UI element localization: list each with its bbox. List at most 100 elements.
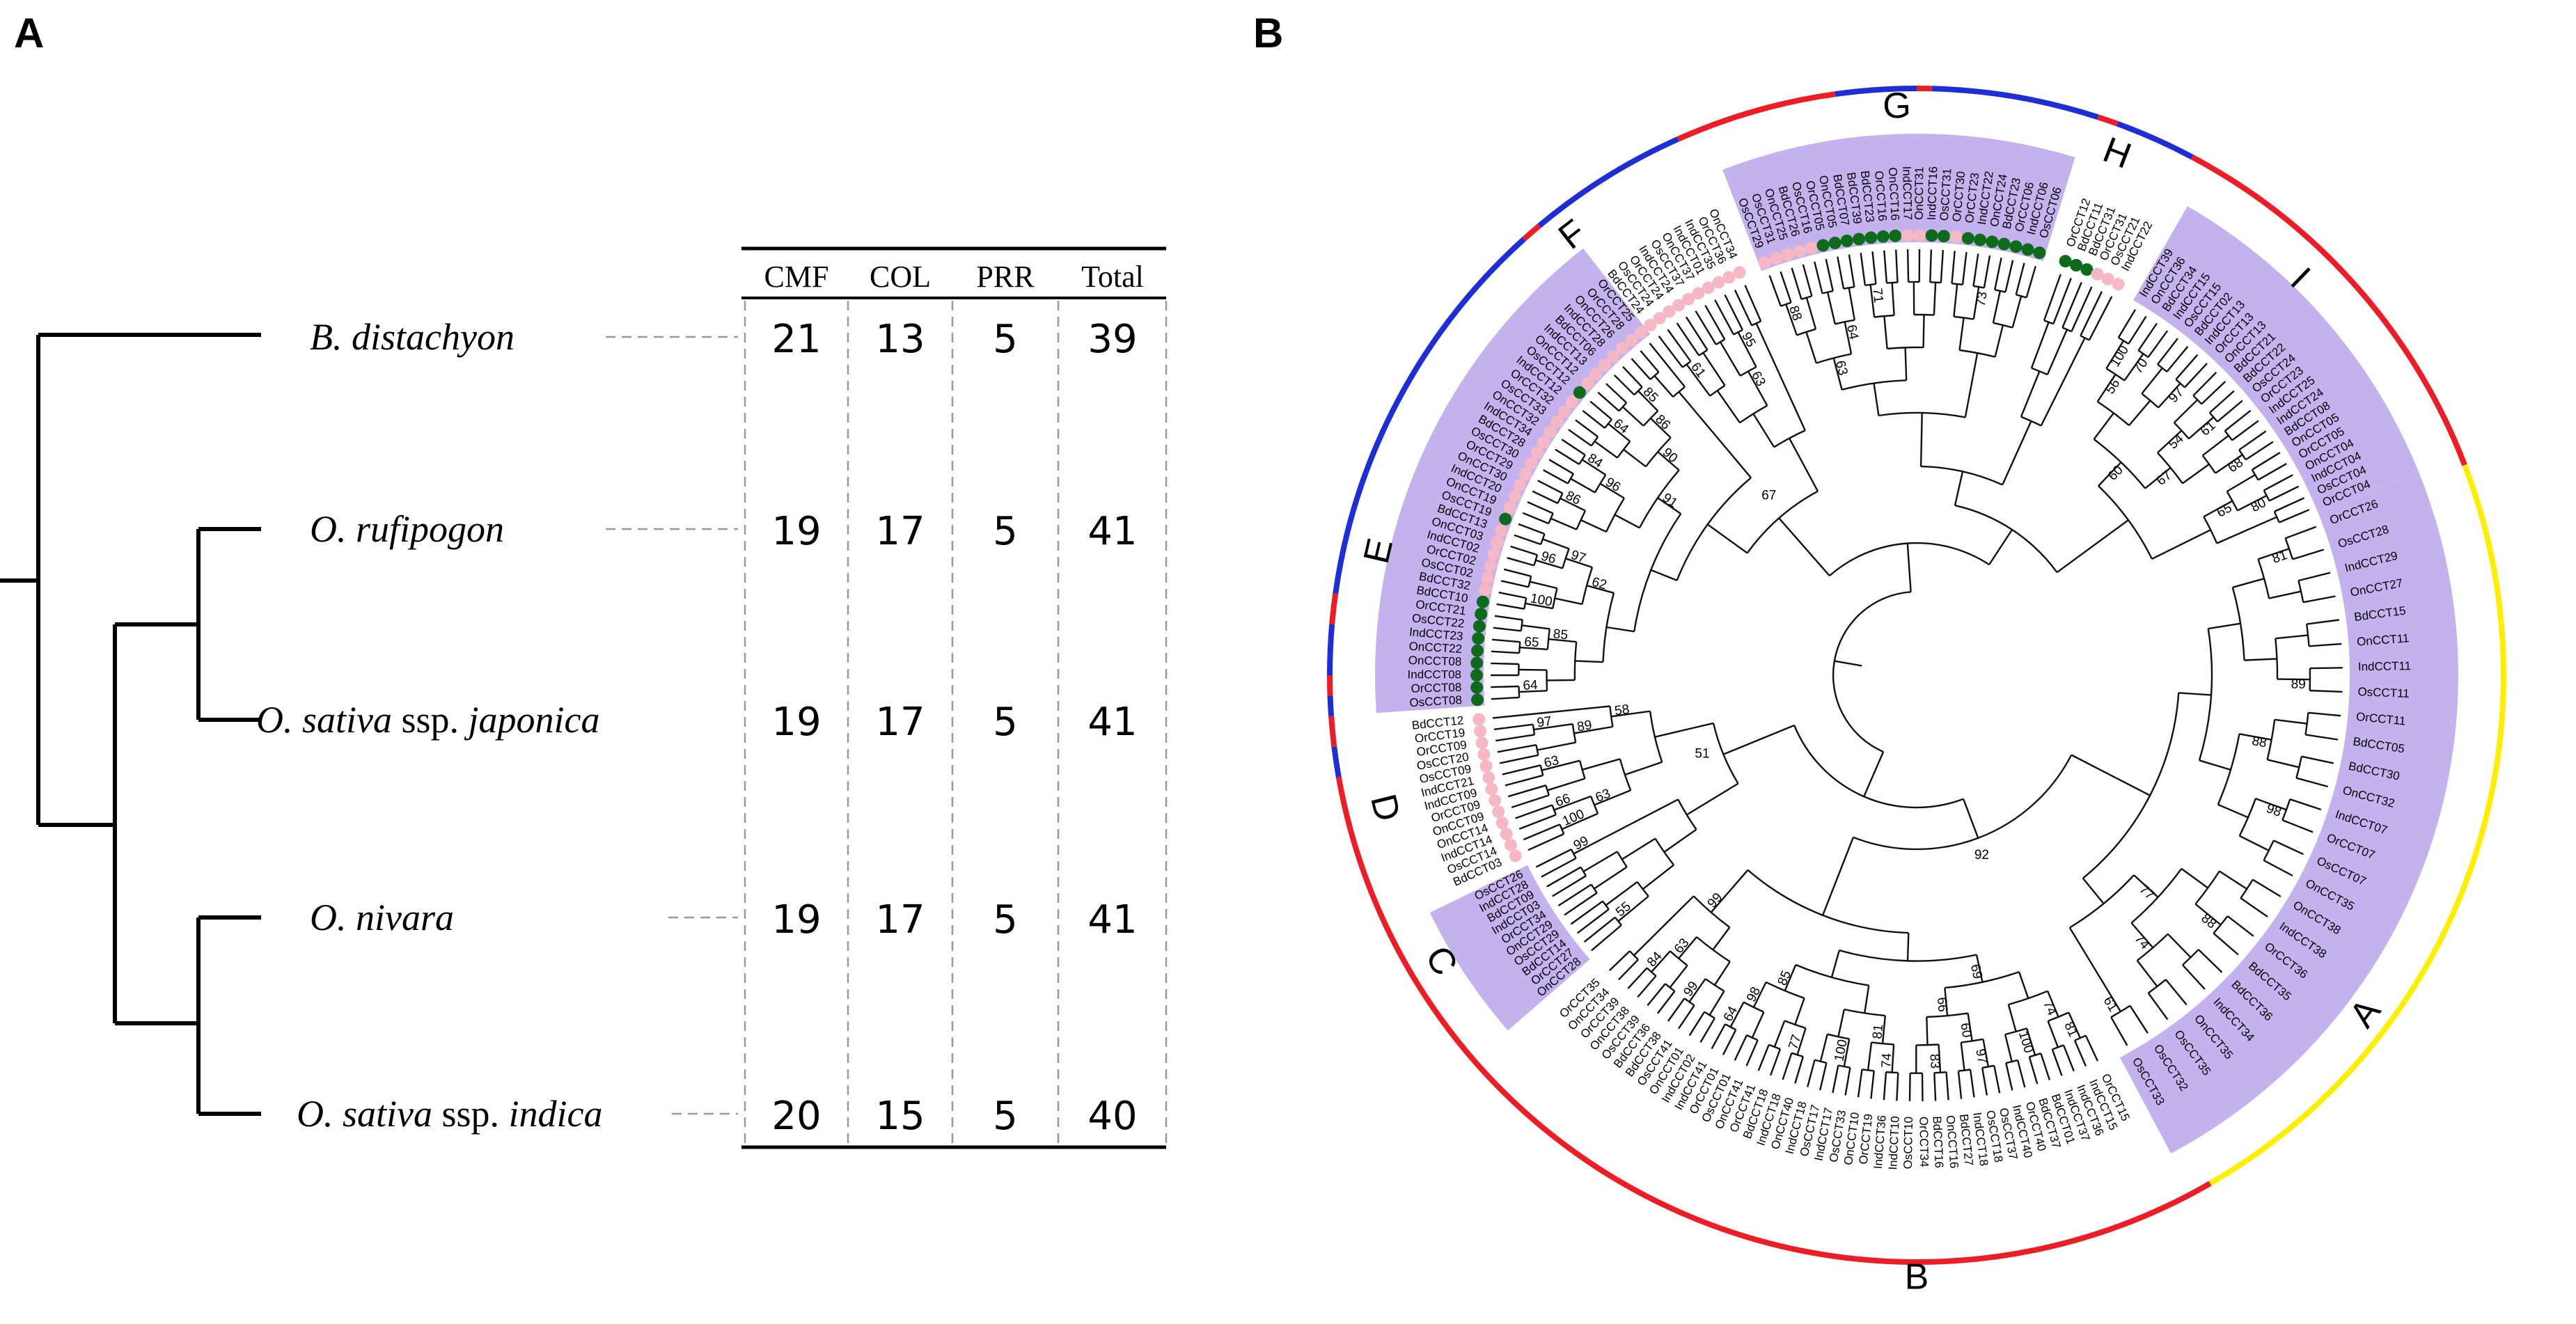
branch [2285, 526, 2317, 539]
branch [2273, 840, 2304, 856]
bootstrap-value: 74 [1879, 1053, 1894, 1069]
branch [1622, 365, 1643, 388]
group-ring-segment [1326, 624, 1335, 676]
group-ring-segment [1331, 746, 1342, 778]
branch [2274, 718, 2307, 725]
branch [2239, 835, 2270, 851]
branch [1853, 754, 2073, 851]
branch [1791, 267, 1803, 300]
branch [1933, 282, 1937, 315]
branch [1491, 638, 1521, 643]
leaf-dot [1479, 583, 1491, 597]
branch [2305, 734, 2339, 741]
branch [1580, 867, 1587, 876]
branch [1640, 350, 1660, 373]
branch [1805, 331, 1817, 363]
leaf-label: IndCCT17 [1900, 166, 1915, 220]
bootstrap-value: 99 [1571, 833, 1591, 853]
branch [1553, 795, 1592, 811]
branch [1702, 352, 1726, 386]
branch [2201, 455, 2216, 474]
branch [1821, 837, 1855, 916]
branch [2028, 1056, 2039, 1085]
bootstrap-value: 51 [1695, 747, 1709, 762]
bootstrap-value: 60 [1957, 1022, 1974, 1039]
branch [2097, 400, 2130, 427]
branch [2016, 1059, 2026, 1088]
leaf-dot [1702, 281, 1715, 294]
branch [1698, 349, 1709, 356]
branch [1621, 406, 1644, 427]
leaf-dot [1499, 512, 1512, 526]
branch [1988, 529, 2013, 565]
branch [2011, 295, 2023, 328]
branch [1794, 1056, 1804, 1084]
branch [2165, 979, 2188, 1006]
leaf-dot [1573, 386, 1586, 399]
leaf-dot [1663, 305, 1676, 318]
branch [1669, 965, 1688, 988]
leaf-label: OrCCT08 [1411, 681, 1461, 695]
branch [2071, 754, 2151, 796]
branch [1578, 760, 1586, 779]
branch [1651, 950, 1671, 973]
leaf-dot [1509, 849, 1522, 862]
branch [2141, 367, 2163, 395]
branch [2002, 420, 2032, 485]
branch [2308, 711, 2341, 717]
branch [1981, 1067, 1988, 1096]
branch [2226, 915, 2254, 937]
branch [1832, 591, 1911, 753]
branch [1961, 1038, 1984, 1043]
branch [1819, 1034, 1828, 1062]
branch [2130, 922, 2154, 949]
branch [1678, 1004, 1695, 1030]
branch [1535, 849, 1572, 868]
branch [2147, 992, 2169, 1020]
leaf-dot [1495, 524, 1508, 537]
branch [1642, 864, 1674, 890]
branch [1565, 558, 1593, 569]
branch [1576, 510, 1587, 530]
branch [1844, 1008, 1885, 1017]
branch [1583, 916, 1616, 943]
branch [1511, 794, 1550, 809]
branch [1881, 1015, 1886, 1044]
branch [2029, 1053, 2041, 1058]
leaf-dot [1472, 632, 1485, 645]
branch [2167, 933, 2192, 959]
branch [2201, 381, 2226, 405]
branch [1832, 357, 1843, 391]
branch [2004, 1034, 2013, 1062]
branch [1552, 588, 1558, 609]
branch [1769, 1048, 1782, 1076]
branch [1706, 523, 1748, 554]
branch [1933, 1073, 1937, 1101]
bootstrap-value: 61 [2100, 994, 2121, 1014]
branch [2277, 678, 2311, 681]
leaf-dot [1781, 248, 1794, 261]
branch [2082, 877, 2105, 904]
bootstrap-value: 85 [1553, 626, 1569, 643]
branch [2030, 322, 2050, 369]
bootstrap-value: 89 [1576, 718, 1593, 734]
branch [1548, 638, 1577, 643]
branch [1618, 402, 1628, 412]
branch [1746, 490, 1819, 554]
branch [1608, 950, 1631, 971]
branch [1745, 1039, 1759, 1066]
bootstrap-value: 86 [1652, 412, 1673, 433]
bootstrap-value: 91 [1660, 491, 1680, 511]
branch [1518, 814, 1557, 830]
branch [1580, 519, 1607, 533]
branch [1830, 949, 1840, 978]
leaf-dot [1607, 350, 1620, 363]
count-cmf: 19 [771, 509, 821, 554]
branch [2240, 897, 2268, 917]
branch [2301, 755, 2334, 764]
branch [1518, 686, 1521, 698]
group-ring-segment [1676, 91, 1836, 142]
bootstrap-value: 97 [2166, 385, 2187, 406]
leaf-label: IndCCT10 [1886, 1116, 1902, 1170]
branch [1568, 429, 1592, 447]
